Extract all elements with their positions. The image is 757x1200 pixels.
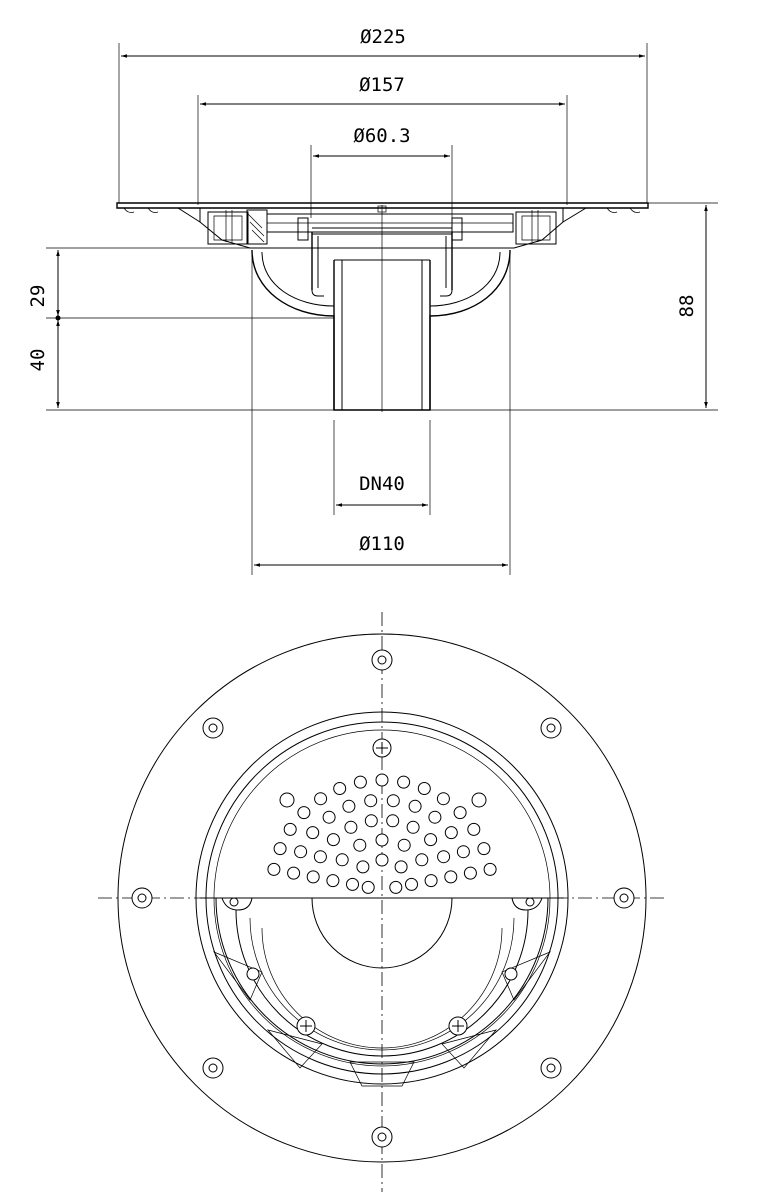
pipe-diameter-label: Ø60.3 xyxy=(353,125,410,147)
perforation-hole xyxy=(322,810,336,824)
perforation-hole xyxy=(273,842,287,856)
bolt-hole xyxy=(540,717,562,739)
perforation-hole xyxy=(463,866,477,880)
perforation-hole xyxy=(437,850,451,864)
dimension-heights-left: 29 40 xyxy=(27,247,334,411)
perforation-hole xyxy=(375,833,389,847)
perforation-hole xyxy=(364,794,378,808)
perforation-hole xyxy=(397,775,411,789)
nominal-size-label: DN40 xyxy=(359,473,405,495)
perforation-hole xyxy=(444,826,458,840)
perforation-hole xyxy=(386,814,400,828)
perforation-hole xyxy=(406,820,420,834)
perforation-hole xyxy=(453,806,467,820)
perforation-hole xyxy=(386,794,400,808)
bolt-hole xyxy=(540,1057,562,1079)
perforation-hole xyxy=(287,866,301,880)
dimension-pipe-diameter: Ø60.3 xyxy=(310,125,453,218)
perforation-hole xyxy=(375,853,389,867)
grate-screw-icon xyxy=(372,738,392,758)
clamp-screw-icon xyxy=(448,1016,468,1036)
height-upper-label: 29 xyxy=(27,285,49,308)
perforation-hole xyxy=(306,870,320,884)
outer-flange-circle xyxy=(117,633,647,1163)
bolt-hole xyxy=(202,1057,224,1079)
bolt-hole xyxy=(131,887,153,909)
perforation-hole xyxy=(364,814,378,828)
perforation-hole xyxy=(477,842,491,856)
height-lower-label: 40 xyxy=(27,349,49,372)
perforation-hole xyxy=(335,853,349,867)
perforation-hole xyxy=(428,810,442,824)
dimension-outer-diameter: Ø225 xyxy=(118,26,648,203)
bolt-holes xyxy=(131,649,635,1148)
perforation-hole xyxy=(389,880,403,894)
perforation-hole xyxy=(346,877,359,891)
perforation-hole xyxy=(417,782,431,795)
body-diameter-label: Ø110 xyxy=(359,533,405,555)
flange-diameter-label: Ø157 xyxy=(359,74,405,96)
grate-perforations xyxy=(267,773,497,894)
perforation-hole xyxy=(394,860,408,874)
perforation-hole xyxy=(467,822,481,836)
perforation-hole xyxy=(408,799,422,813)
perforation-hole xyxy=(283,822,297,836)
perforation-hole xyxy=(279,792,295,808)
perforation-hole xyxy=(356,860,370,874)
bolt-hole xyxy=(202,717,224,739)
drain-body-section xyxy=(116,202,649,412)
bolt-hole xyxy=(371,649,393,671)
dimension-flange-diameter: Ø157 xyxy=(197,74,568,205)
perforation-hole xyxy=(483,862,497,876)
body-interior xyxy=(212,897,552,1087)
outer-diameter-label: Ø225 xyxy=(360,26,406,48)
perforation-hole xyxy=(333,782,347,795)
perforation-hole xyxy=(436,792,450,806)
perforation-hole xyxy=(405,877,418,891)
perforation-hole xyxy=(353,838,367,852)
perforation-hole xyxy=(326,874,340,888)
perforation-hole xyxy=(314,792,328,806)
perforation-hole xyxy=(361,880,375,894)
perforation-hole xyxy=(297,806,311,820)
perforation-hole xyxy=(397,838,411,852)
perforation-hole xyxy=(471,792,487,808)
perforation-hole xyxy=(342,799,356,813)
dimension-nominal-size: DN40 xyxy=(333,420,431,515)
perforation-hole xyxy=(294,845,308,859)
perforation-hole xyxy=(353,775,367,789)
perforation-hole xyxy=(424,874,438,888)
perforation-hole xyxy=(456,845,470,859)
perforation-hole xyxy=(444,870,458,884)
perforation-hole xyxy=(313,850,327,864)
dimension-body-diameter: Ø110 xyxy=(251,255,511,575)
perforation-hole xyxy=(424,833,438,847)
perforation-hole xyxy=(326,833,340,847)
total-height-label: 88 xyxy=(676,295,698,318)
bolt-hole xyxy=(371,1126,393,1148)
top-view xyxy=(98,612,666,1192)
perforation-hole xyxy=(415,853,429,867)
perforation-hole xyxy=(306,826,320,840)
dimension-total-height: 88 xyxy=(430,202,718,411)
perforation-hole xyxy=(375,773,389,787)
perforation-hole xyxy=(267,862,281,876)
clamp-screw-icon xyxy=(296,1016,316,1036)
side-view: Ø225 Ø157 Ø60.3 xyxy=(27,26,718,575)
bolt-hole xyxy=(613,887,635,909)
perforation-hole xyxy=(344,820,358,834)
